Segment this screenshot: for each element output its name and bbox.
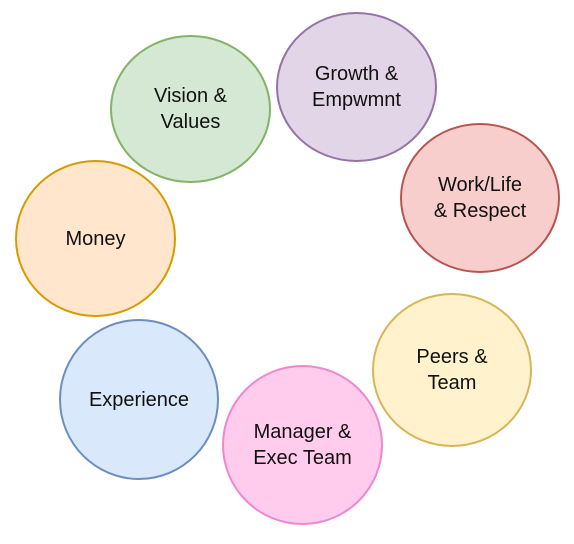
money-label: Money [65, 227, 126, 250]
manager-exec-team-circle: Manager & Exec Team [222, 365, 383, 525]
peers-team-label: Peers & Team [416, 346, 488, 394]
work-life-respect-label: Work/Life & Respect [433, 174, 527, 222]
manager-exec-team-label: Manager & Exec Team [253, 421, 352, 469]
money-circle: Money [15, 160, 176, 317]
peers-team-circle: Peers & Team [372, 293, 532, 447]
vision-values-label: Vision & Values [153, 85, 227, 133]
experience-circle: Experience [59, 319, 219, 480]
experience-label: Experience [88, 388, 190, 411]
work-life-respect-circle: Work/Life & Respect [400, 123, 560, 273]
vision-values-circle: Vision & Values [110, 35, 271, 183]
growth-empowerment-circle: Growth & Empwmnt [276, 12, 437, 162]
growth-empowerment-label: Growth & Empwmnt [312, 63, 401, 111]
